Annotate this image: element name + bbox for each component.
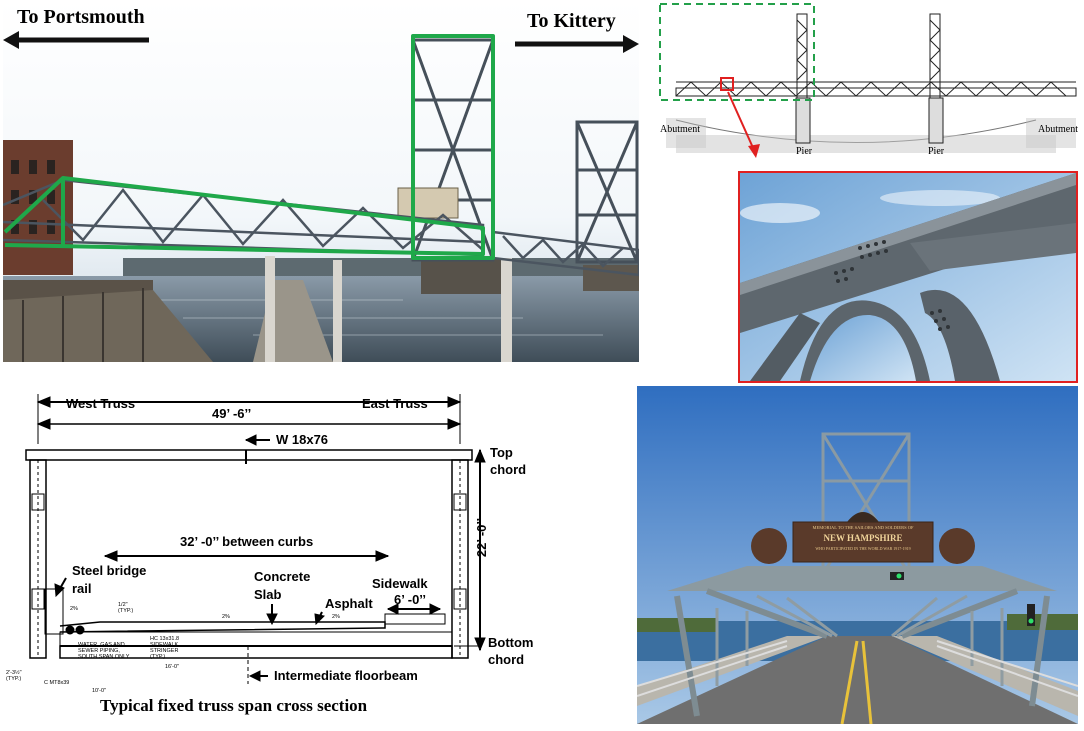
floorbeam-label: Intermediate floorbeam: [274, 668, 418, 683]
abutment-left-label: Abutment: [660, 124, 700, 135]
note-2pct-b: 2%: [332, 614, 340, 620]
beam-size-label: W 18x76: [276, 432, 329, 447]
bridge-photo-drawing: [3, 0, 639, 362]
note-stringer-1: HC 13x31.8: [150, 636, 179, 642]
bridge-photo: To Portsmouth To Kittery: [3, 0, 639, 362]
note-2ft: 2'-3½": [6, 669, 22, 676]
cross-section-caption: Typical fixed truss span cross section: [100, 696, 368, 715]
bottom-chord-label: Bottom chord: [488, 635, 534, 667]
concrete-slab-label: Concrete Slab: [254, 569, 311, 602]
sidewalk-label: Sidewalk: [372, 576, 428, 591]
sidewalk-dimension-label: 6’ -0’’: [394, 592, 427, 607]
note-stringer-4: (TYP.): [150, 654, 165, 660]
note-2pct-c: 2%: [70, 606, 78, 612]
steel-rail-label: Steel bridge rail: [72, 563, 147, 596]
note-typ: (TYP.): [118, 608, 133, 614]
to-portsmouth-label: To Portsmouth: [17, 6, 145, 28]
note-16ft: 16'-0": [165, 664, 179, 670]
asphalt-label: Asphalt: [325, 596, 373, 611]
arrow-right-icon: [515, 34, 639, 54]
note-stringer-3: STRINGER: [150, 648, 178, 654]
gusset-detail-photo: [738, 171, 1078, 383]
plaque-line-2: NEW HAMPSHIRE: [823, 533, 903, 543]
pier-right-label: Pier: [928, 146, 945, 157]
note-mt: C MT8x39: [44, 680, 69, 686]
abutment-right-label: Abutment: [1038, 124, 1078, 135]
road-photo: MEMORIAL TO THE SAILORS AND SOLDIERS OF …: [637, 386, 1078, 724]
note-typ-2: (TYP.): [6, 676, 21, 682]
east-truss-label: East Truss: [362, 396, 428, 411]
pier-left-label: Pier: [796, 146, 813, 157]
note-half-in: 1/2": [118, 602, 128, 608]
note-piping-1: WATER, GAS AND: [78, 642, 125, 648]
width-dimension-label: 49’ -6’’: [212, 406, 252, 421]
plaque-line-3: WHO PARTICIPATED IN THE WORLD WAR 1917-1…: [815, 546, 911, 551]
cross-section-drawing: WATER, GAS AND SEWER PIPING, SOUTH SPAN …: [0, 384, 540, 726]
plaque-line-1: MEMORIAL TO THE SAILORS AND SOLDIERS OF: [812, 525, 914, 530]
arrow-left-icon: [3, 30, 153, 50]
curbs-dimension-label: 32’ -0’’ between curbs: [180, 534, 314, 549]
elevation-drawing: Abutment Pier Pier Abutment: [656, 0, 1084, 168]
to-kittery-label: To Kittery: [527, 10, 616, 32]
height-dimension-label: 22’ -0’’: [474, 517, 490, 558]
top-chord-label: Top chord: [490, 445, 527, 477]
note-piping-3: SOUTH SPAN ONLY: [78, 654, 130, 660]
note-10ft: 10'-0": [92, 688, 106, 694]
note-stringer-2: SIDEWALK: [150, 642, 179, 648]
west-truss-label: West Truss: [66, 396, 136, 411]
note-2pct-a: 2%: [222, 614, 230, 620]
note-piping-2: SEWER PIPING,: [78, 648, 120, 654]
